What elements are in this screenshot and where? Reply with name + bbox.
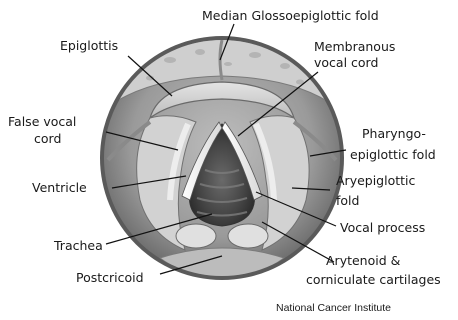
label-pharyngo-epiglottic-fold-1: Pharyngo- (362, 126, 426, 141)
label-false-vocal-cord-2: cord (34, 131, 61, 146)
larynx-illustration (100, 36, 344, 280)
label-postcricoid: Postcricoid (76, 270, 144, 285)
credit-text: National Cancer Institute (276, 302, 391, 314)
label-membranous-vocal-cord-2: vocal cord (314, 55, 378, 70)
label-false-vocal-cord-1: False vocal (8, 114, 76, 129)
label-arytenoid-1: Arytenoid & (326, 253, 401, 268)
label-median-glossoepiglottic-fold: Median Glossoepiglottic fold (202, 8, 379, 23)
label-trachea: Trachea (53, 238, 103, 253)
label-ventricle: Ventricle (32, 180, 87, 195)
label-aryepiglottic-fold-1: Aryepiglottic (336, 173, 416, 188)
label-vocal-process: Vocal process (340, 220, 425, 235)
postcricoid-area (160, 248, 284, 278)
label-epiglottis: Epiglottis (60, 38, 118, 53)
label-membranous-vocal-cord-1: Membranous (314, 39, 395, 54)
right-arytenoid (228, 224, 268, 248)
label-pharyngo-epiglottic-fold-2: epiglottic fold (350, 147, 436, 162)
label-arytenoid-2: corniculate cartilages (306, 272, 441, 287)
left-arytenoid (176, 224, 216, 248)
label-aryepiglottic-fold-2: fold (336, 193, 359, 208)
